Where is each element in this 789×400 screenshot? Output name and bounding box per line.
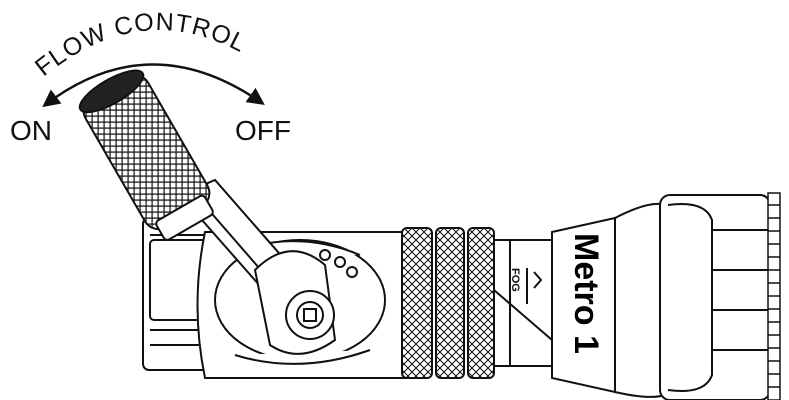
fog-label: FOG [509, 268, 521, 292]
nozzle-tip-bumper [659, 194, 771, 400]
knurled-collars [401, 227, 495, 379]
on-label: ON [10, 115, 52, 146]
flow-control-arrow [42, 63, 265, 108]
tip-teeth [767, 192, 781, 400]
brand-sleeve [551, 202, 666, 398]
brand-label: Metro 1 [567, 233, 605, 354]
off-label: OFF [235, 115, 291, 146]
handle-pivot [253, 249, 358, 355]
pattern-barrel [493, 239, 553, 367]
